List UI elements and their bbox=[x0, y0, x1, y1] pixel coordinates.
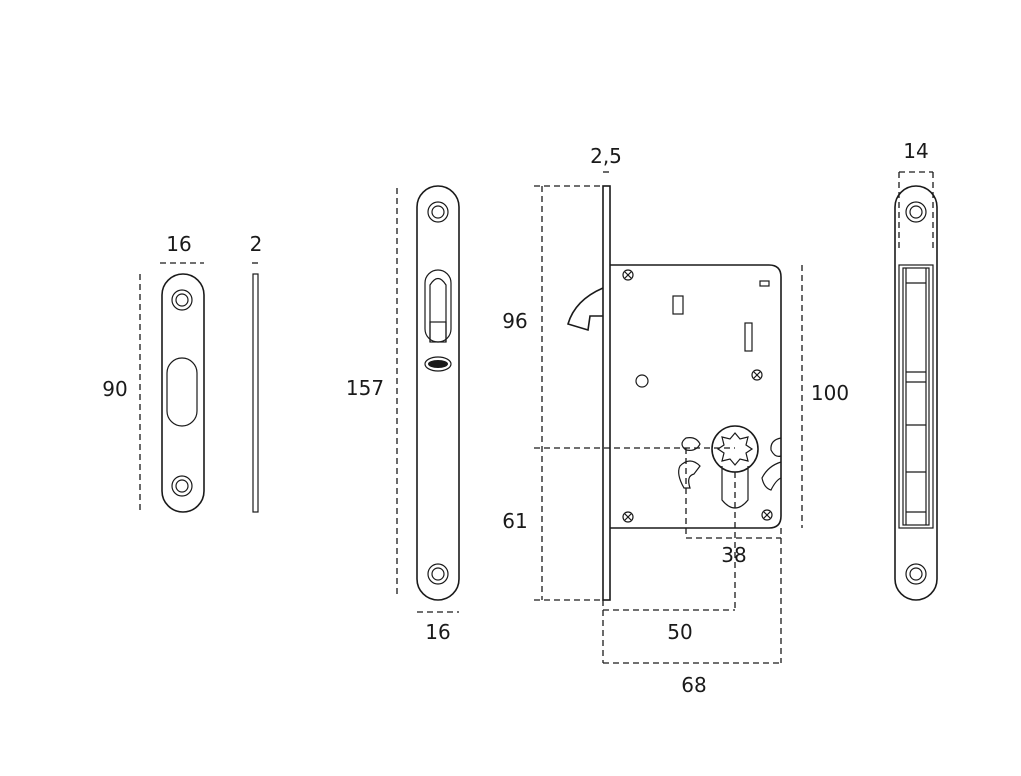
dim-strike-thickness: 2 bbox=[250, 232, 263, 256]
dim-body-depth: 68 bbox=[681, 673, 706, 697]
strike-plate-side bbox=[252, 273, 259, 513]
dim-strike-width: 16 bbox=[166, 232, 191, 256]
screw-bottom-left bbox=[622, 511, 634, 523]
dim-side-width: 14 bbox=[903, 139, 928, 163]
brand-logo bbox=[428, 360, 448, 368]
screw-bottom-right bbox=[761, 509, 773, 521]
dim-strike-height: 90 bbox=[102, 377, 127, 401]
dim-face-thickness: 2,5 bbox=[590, 144, 622, 168]
lock-edge-view bbox=[894, 185, 938, 601]
dim-body-height: 100 bbox=[811, 381, 849, 405]
strike-plate bbox=[161, 273, 205, 513]
dim-backset: 50 bbox=[667, 620, 692, 644]
screw-top-left bbox=[622, 269, 634, 281]
dim-top-to-cylinder: 96 bbox=[502, 309, 527, 333]
dim-faceplate-width: 16 bbox=[425, 620, 450, 644]
screw-mid-right bbox=[751, 369, 763, 381]
dim-bottom-to-cylinder: 61 bbox=[502, 509, 527, 533]
faceplate-front bbox=[416, 185, 460, 601]
dim-faceplate-height: 157 bbox=[346, 376, 384, 400]
dim-cylinder-spacing: 38 bbox=[721, 543, 746, 567]
